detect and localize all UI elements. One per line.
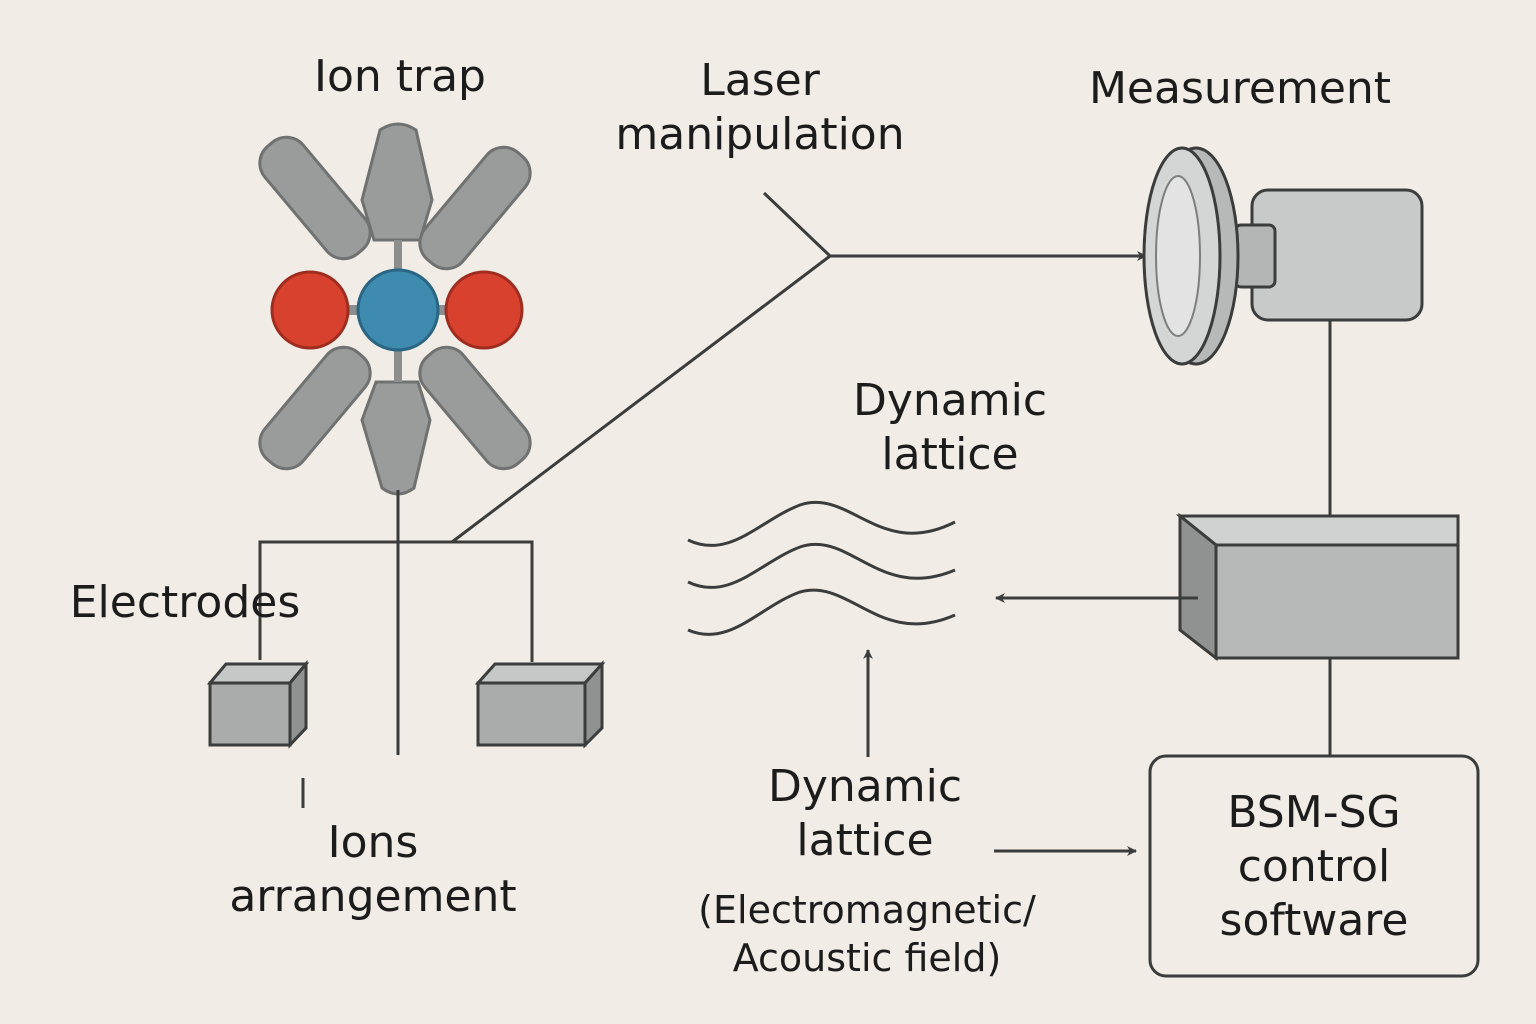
label-ions-arrangement: Ions arrangement: [208, 816, 538, 924]
label-control-line1: BSM-SG: [1227, 787, 1401, 838]
control-software-box: [1148, 754, 1480, 978]
label-measurement: Measurement: [1060, 62, 1420, 116]
electrode-rod-upper-left: [258, 135, 372, 261]
electrode-rod-lower-right: [418, 345, 532, 471]
electrode-rod-upper-right: [418, 145, 532, 271]
label-laser-line2: manipulation: [615, 109, 905, 160]
label-dynamic-lattice-bottom-line2: lattice: [796, 815, 934, 866]
label-ion-trap: Ion trap: [290, 50, 510, 104]
measurement-detector: [1142, 146, 1424, 366]
lattice-waves: [687, 500, 956, 636]
ion-blue-center: [356, 268, 440, 352]
electrode-rod-bottom: [360, 380, 432, 496]
label-ions-line2: arrangement: [229, 871, 517, 922]
ion-trap: [258, 122, 532, 755]
label-electrodes: Electrodes: [50, 576, 320, 630]
label-dynamic-lattice-bottom: Dynamic lattice: [745, 760, 985, 868]
label-field-line2: Acoustic field): [732, 936, 1002, 980]
electrode-rod-lower-left: [258, 345, 372, 471]
label-dynamic-lattice-top-line2: lattice: [881, 429, 1019, 480]
electrode-box-right: [474, 660, 606, 749]
label-control-line2: control: [1237, 841, 1391, 892]
processing-unit: [1175, 512, 1460, 662]
ion-red-right: [444, 270, 524, 350]
label-dynamic-lattice-bottom-line1: Dynamic: [767, 761, 963, 812]
label-laser-manipulation: Laser manipulation: [590, 54, 930, 162]
label-laser-line1: Laser: [700, 55, 820, 106]
electrode-wiring: [258, 191, 1147, 808]
label-field-line1: (Electromagnetic/: [698, 888, 1036, 932]
label-control-software: BSM-SG control software: [1150, 786, 1478, 948]
label-ions-line1: Ions: [327, 817, 419, 868]
label-control-line3: software: [1219, 895, 1409, 946]
label-ion-trap-text: Ion trap: [313, 51, 486, 102]
electrode-box-left: [206, 659, 310, 749]
label-dynamic-lattice-top: Dynamic lattice: [830, 374, 1070, 482]
label-electrodes-text: Electrodes: [69, 577, 301, 628]
label-field: (Electromagnetic/ Acoustic field): [662, 886, 1072, 982]
label-measurement-text: Measurement: [1088, 63, 1392, 114]
ion-red-left: [270, 270, 350, 350]
electrode-rod-top: [360, 122, 434, 242]
label-dynamic-lattice-top-line1: Dynamic: [852, 375, 1048, 426]
